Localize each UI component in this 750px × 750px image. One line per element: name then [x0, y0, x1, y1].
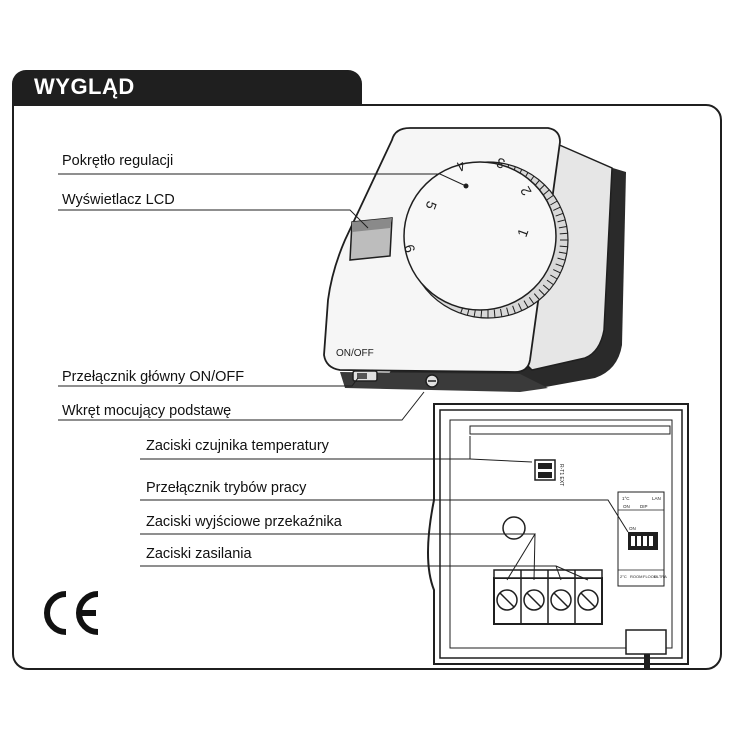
main-terminal-block [493, 569, 603, 625]
label-mode-switch: Przełącznik trybów pracy [146, 480, 307, 496]
knob-serration [550, 274, 558, 280]
cable-entry [625, 629, 667, 655]
label-temp-sensor-terminals: Zaciski czujnika temperatury [146, 438, 329, 454]
knob-serration [533, 293, 540, 301]
diagram-frame [12, 104, 722, 670]
label-knob: Pokrętło regulacji [62, 153, 174, 169]
knob-serration [550, 200, 558, 206]
dip-top-label-2: ON [623, 504, 630, 509]
knob-serration [542, 189, 550, 196]
dip-on-label: ON [629, 526, 636, 531]
label-power-terminals: Zaciski zasilania [146, 546, 252, 562]
knob-serration [555, 263, 564, 268]
terminal-screws [496, 589, 599, 611]
dip-switch-panel[interactable] [617, 491, 665, 587]
ce-mark-logo [44, 591, 99, 635]
dial-number-6: 6 [401, 243, 419, 255]
knob-serration [542, 284, 550, 291]
knob-serration [500, 308, 503, 317]
sensor-text: R-T1 EXT [558, 464, 564, 486]
device-bottom-plate [340, 372, 548, 392]
knob-serration [553, 269, 561, 274]
dip-bottom-label-4: ULTRA [654, 574, 667, 579]
header-tab [12, 70, 362, 104]
knob-serration [538, 289, 545, 296]
knob-serration [557, 257, 566, 261]
knob-serration [546, 194, 554, 201]
knob-serration [512, 305, 516, 314]
knob-serration [557, 219, 566, 223]
dip-top-label-1: 1°C [622, 496, 630, 501]
knob-serration [506, 307, 510, 316]
dip-top-label-3: LAN [652, 496, 661, 501]
pcb-mount-hole [502, 516, 526, 540]
switch-text: ON/OFF [336, 348, 374, 359]
dip-bottom-label-3: FLOOR [643, 574, 657, 579]
leader-lines-bottom [140, 436, 629, 581]
label-relay-output-terminals: Zaciski wyjściowe przekaźnika [146, 514, 342, 530]
label-mount-screw: Wkręt mocujący podstawę [62, 403, 232, 419]
sensor-terminal-block [534, 459, 556, 481]
knob-serration [546, 279, 554, 286]
knob-serration [559, 245, 568, 248]
knob-serration [555, 212, 564, 217]
knob-serration [558, 251, 567, 255]
knob-serration [553, 206, 561, 211]
dip-text-label: DIP [640, 504, 648, 509]
knob-serration [558, 225, 567, 229]
knob-serration [480, 309, 483, 318]
label-lcd: Wyświetlacz LCD [62, 192, 175, 208]
knob-serration [517, 303, 523, 311]
leader-lines-top [58, 173, 467, 421]
knob-serration [559, 232, 568, 235]
dip-bottom-label-2: ROOM [630, 574, 642, 579]
knob-serration [528, 297, 535, 305]
label-main-switch: Przełącznik główny ON/OFF [62, 369, 245, 385]
section-title: WYGLĄD [34, 74, 135, 99]
dip-bottom-label-1: 2°C [620, 574, 627, 579]
knob-serration [523, 300, 529, 308]
knob-face [403, 161, 557, 311]
knob-serration [493, 309, 496, 318]
